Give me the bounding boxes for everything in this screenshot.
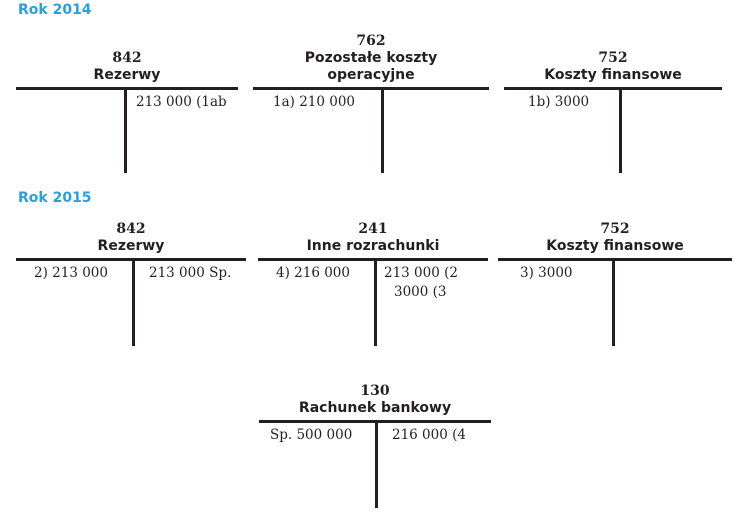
account-name: Rezerwy	[93, 67, 161, 83]
t-account-752-2015: 752 Koszty finansowe 3) 3000	[498, 221, 732, 346]
account-name-line-2: operacyjne	[327, 67, 415, 83]
account-number: 752	[598, 50, 628, 66]
account-header: 842 Rezerwy	[16, 50, 238, 84]
account-number: 842	[116, 221, 146, 237]
debit-entry: Sp. 500 000	[270, 427, 353, 443]
debit-side: 1b) 3000	[528, 93, 589, 112]
t-account-horizontal-line	[498, 258, 732, 261]
debit-entry: 2) 213 000	[34, 265, 108, 281]
credit-side: 213 000 (2 3000 (3	[384, 264, 458, 302]
credit-entry: 216 000 (4	[392, 427, 466, 443]
account-number: 241	[358, 221, 388, 237]
debit-side: 2) 213 000	[34, 264, 108, 283]
credit-side: 216 000 (4	[392, 426, 466, 445]
debit-entry: 3) 3000	[520, 265, 573, 281]
credit-entry: 213 000 (2	[384, 265, 458, 281]
credit-side: 213 000 Sp.	[149, 264, 231, 283]
year-label-2015: Rok 2015	[18, 190, 92, 206]
account-header: 842 Rezerwy	[16, 221, 246, 255]
credit-side: 213 000 (1ab	[136, 93, 227, 112]
account-name: Koszty finansowe	[544, 67, 682, 83]
debit-side: 4) 216 000	[276, 264, 350, 283]
debit-entry: 4) 216 000	[276, 265, 350, 281]
account-name: Rachunek bankowy	[298, 400, 452, 416]
account-number: 752	[600, 221, 630, 237]
t-account-vertical-line	[375, 420, 378, 508]
credit-entry: 3000 (3	[394, 284, 447, 300]
account-header: 762 Pozostałe koszty operacyjne	[253, 33, 489, 84]
account-name: Rezerwy	[97, 238, 165, 254]
account-header: 752 Koszty finansowe	[504, 50, 722, 84]
debit-side: 3) 3000	[520, 264, 573, 283]
debit-side: 1a) 210 000	[273, 93, 355, 112]
debit-entry: 1b) 3000	[528, 94, 590, 110]
account-number: 762	[356, 33, 386, 49]
account-name: Inne rozrachunki	[306, 238, 440, 254]
t-account-horizontal-line	[258, 258, 488, 261]
t-account-241-2015: 241 Inne rozrachunki 4) 216 000 213 000 …	[258, 221, 488, 346]
t-account-horizontal-line	[504, 87, 722, 90]
account-name-line-1: Pozostałe koszty	[304, 50, 438, 66]
credit-entry: 213 000 (1ab	[136, 94, 227, 110]
t-account-842-2015: 842 Rezerwy 2) 213 000 213 000 Sp.	[16, 221, 246, 346]
t-account-horizontal-line	[16, 87, 238, 90]
credit-entry: 213 000 Sp.	[149, 265, 232, 281]
t-account-horizontal-line	[253, 87, 489, 90]
account-number: 842	[112, 50, 142, 66]
account-header: 241 Inne rozrachunki	[258, 221, 488, 255]
t-account-752-2014: 752 Koszty finansowe 1b) 3000	[504, 50, 722, 173]
t-account-vertical-line	[124, 87, 127, 173]
year-label-2014: Rok 2014	[18, 2, 92, 18]
t-account-vertical-line	[374, 258, 377, 346]
t-account-130-2015: 130 Rachunek bankowy Sp. 500 000 216 000…	[259, 383, 491, 508]
t-account-762-2014: 762 Pozostałe koszty operacyjne 1a) 210 …	[253, 33, 489, 173]
account-header: 752 Koszty finansowe	[498, 221, 732, 255]
account-number: 130	[360, 383, 390, 399]
t-account-vertical-line	[612, 258, 615, 346]
account-header: 130 Rachunek bankowy	[259, 383, 491, 417]
t-account-vertical-line	[132, 258, 135, 346]
t-account-vertical-line	[619, 87, 622, 173]
t-account-vertical-line	[381, 87, 384, 173]
account-name: Koszty finansowe	[546, 238, 684, 254]
debit-entry: 1a) 210 000	[273, 94, 356, 110]
t-account-842-2014: 842 Rezerwy 213 000 (1ab	[16, 50, 238, 173]
t-account-horizontal-line	[16, 258, 246, 261]
debit-side: Sp. 500 000	[270, 426, 352, 445]
